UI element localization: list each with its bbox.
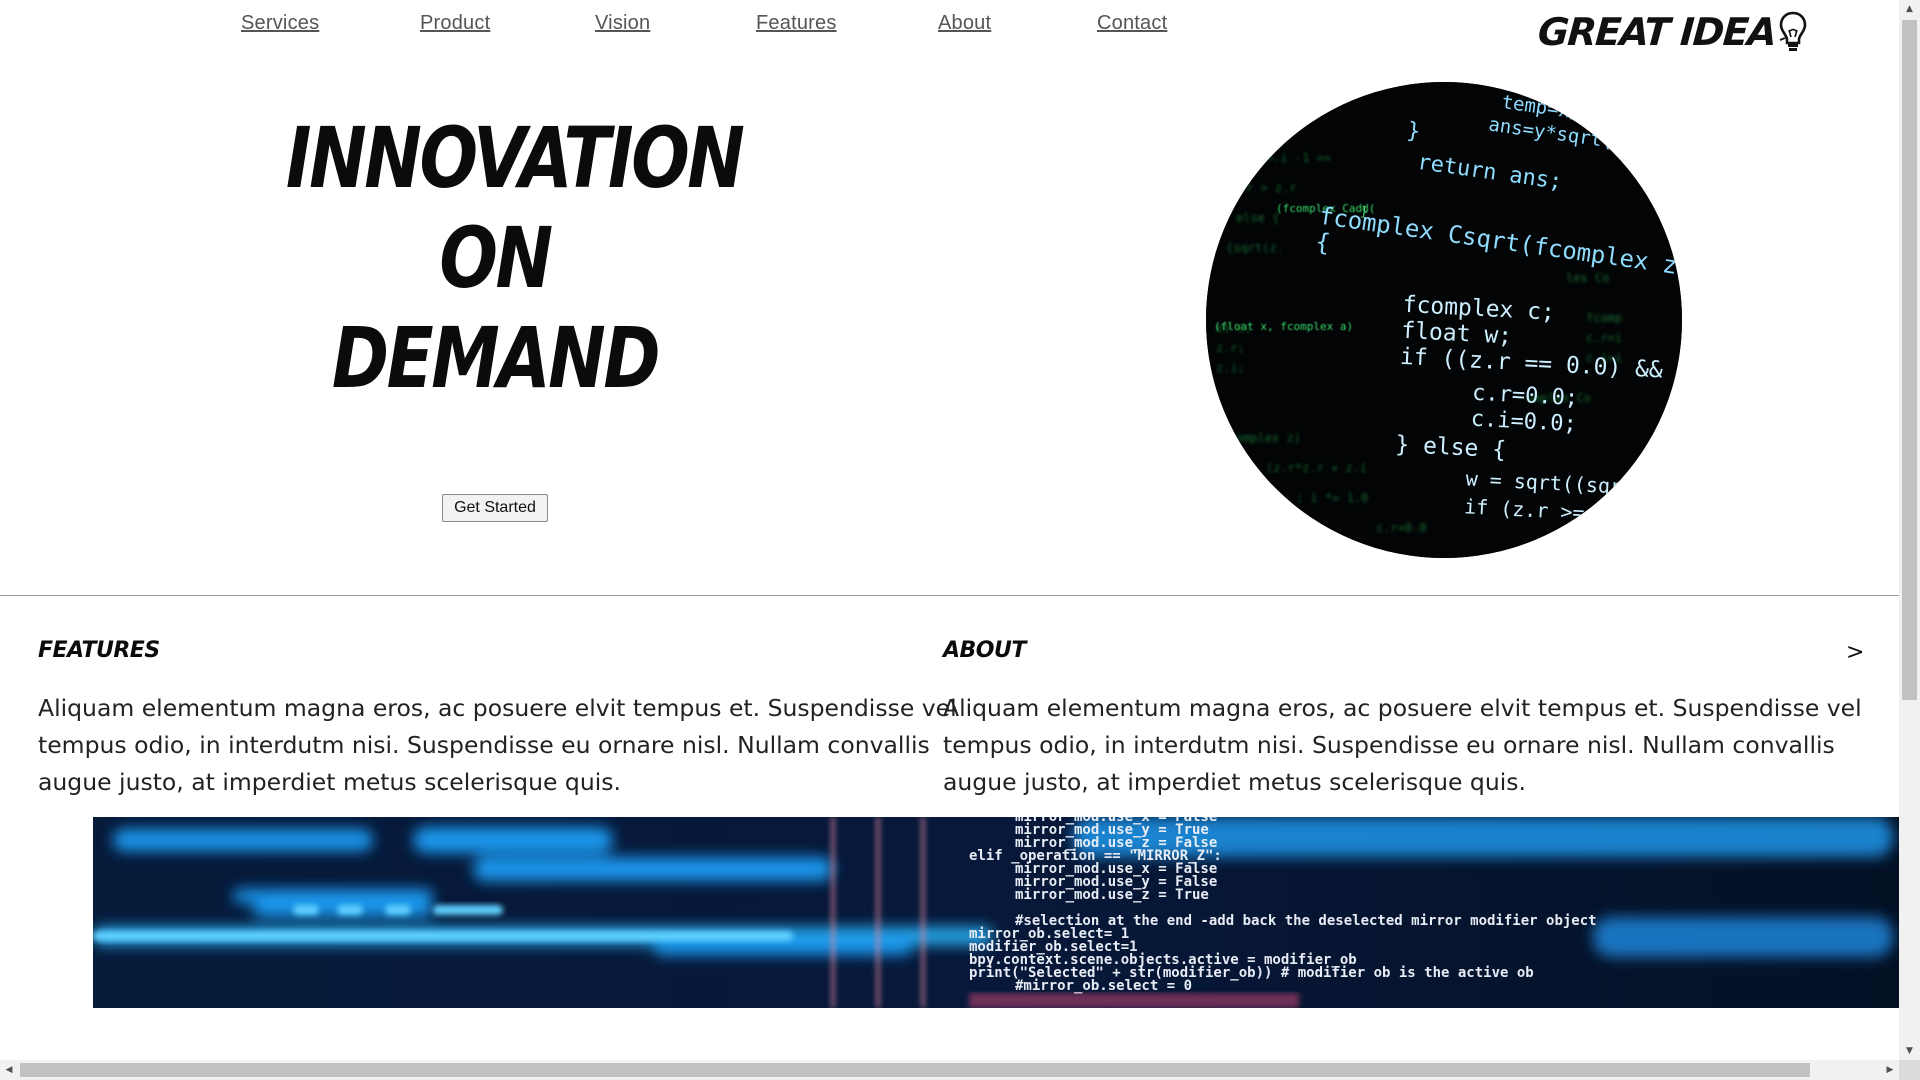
svg-text:lex Co: lex Co — [1566, 271, 1609, 285]
scrollbar-corner — [1899, 1060, 1920, 1080]
brand-logo-text: GREAT IDEA — [1536, 10, 1777, 54]
svg-text:c.r=i: c.r=i — [1586, 331, 1622, 345]
hero-title: INNOVATION ON DEMAND — [285, 108, 745, 408]
svg-text:z.r;: z.r; — [1216, 341, 1245, 355]
hero-code-image: >.i -1 == r > z.r else { {sqrt(z. ex c; … — [1206, 82, 1682, 558]
banner-code-line: mirror_ob.select= 1 — [969, 926, 1129, 942]
code-line: float w; — [1401, 318, 1513, 350]
svg-text:ex c;: ex c; — [1216, 321, 1252, 335]
code-line: } — [1405, 118, 1422, 145]
vertical-scrollbar[interactable]: ▲ ▼ — [1899, 0, 1920, 1060]
banner-code-line: elif _operation == "MIRROR_Z": — [969, 848, 1222, 864]
nav-link-about[interactable]: About — [938, 12, 992, 34]
code-image-art: >.i -1 == r > z.r else { {sqrt(z. ex c; … — [1206, 82, 1682, 558]
scroll-left-icon[interactable]: ◀ — [5, 1065, 13, 1075]
banner-code-line: modifier_ob.select=1 — [969, 939, 1138, 955]
brand-logo[interactable]: GREAT IDEA — [1536, 10, 1809, 54]
horizontal-scrollbar-thumb[interactable] — [20, 1063, 1810, 1077]
hero-title-line: INNOVATION — [285, 109, 745, 207]
nav-link-contact[interactable]: Contact — [1097, 12, 1168, 34]
vertical-scrollbar-thumb[interactable] — [1902, 20, 1917, 700]
banner-code-line: #selection at the end -add back the dese… — [1015, 913, 1597, 929]
svg-text:r > z.r: r > z.r — [1246, 181, 1297, 195]
lightbulb-icon — [1780, 11, 1807, 51]
scroll-down-icon[interactable]: ▼ — [1906, 1046, 1913, 1056]
banner-code-line: mirror_mod.use_x = False — [1015, 817, 1217, 825]
code-line: } else { — [1395, 432, 1507, 464]
nav-link-features[interactable]: Features — [756, 12, 837, 34]
code-line: c.i=0.0; — [1470, 407, 1577, 438]
svg-text:c.r=0.0: c.r=0.0 — [1376, 521, 1427, 535]
svg-text:(z.r*z.r + z.i: (z.r*z.r + z.i — [1266, 461, 1367, 475]
features-text: Aliquam elementum magna eros, ac posuere… — [38, 694, 957, 796]
scroll-up-icon[interactable]: ▲ — [1906, 4, 1913, 14]
svg-text:>.i -1 ==: >.i -1 == — [1266, 151, 1331, 165]
banner-code-line: mirror_mod.use_x = False — [1015, 861, 1217, 877]
svg-text:z.i;: z.i; — [1216, 361, 1245, 375]
banner-code-line: mirror_mod.use_y = False — [1015, 874, 1217, 890]
svg-text:{sqrt(z.: {sqrt(z. — [1226, 241, 1284, 255]
features-heading: FEATURES — [38, 638, 160, 663]
svg-text:fcomp: fcomp — [1586, 311, 1622, 325]
horizontal-scrollbar[interactable]: ◀ ▶ — [0, 1060, 1899, 1080]
banner-code-line: bpy.context.scene.objects.active = modif… — [969, 952, 1357, 968]
about-heading: ABOUT — [943, 638, 1026, 663]
svg-text:else {: else { — [1236, 211, 1279, 225]
svg-text:omplex z): omplex z) — [1236, 431, 1301, 445]
svg-text:(fcomplex Cadd(: (fcomplex Cadd( — [1276, 202, 1375, 215]
code-line: } — [1359, 204, 1369, 220]
banner-code-line: print("Selected" + str(modifier_ob)) # m… — [969, 965, 1534, 981]
banner-art: mirror_mod.use_x = False mirror_mod.use_… — [93, 817, 1899, 1008]
page-viewport: Services Product Vision Features About C… — [0, 8, 1899, 1008]
nav-link-product[interactable]: Product — [420, 12, 491, 34]
code-banner-image: mirror_mod.use_x = False mirror_mod.use_… — [93, 817, 1899, 1008]
hero-title-line: ON — [439, 209, 553, 307]
next-arrow-button[interactable]: > — [1846, 640, 1865, 665]
svg-text:; i *= 1.0: ; i *= 1.0 — [1296, 491, 1368, 505]
section-divider — [0, 595, 1899, 596]
hero-title-line: DEMAND — [331, 309, 661, 407]
about-text: Aliquam elementum magna eros, ac posuere… — [943, 694, 1862, 796]
svg-text:c.i=i: c.i=i — [1586, 351, 1622, 365]
nav-link-services[interactable]: Services — [241, 12, 320, 34]
banner-code-line: mirror_mod.use_y = True — [1015, 822, 1209, 838]
svg-text:omplex Co: omplex Co — [1526, 391, 1591, 405]
svg-text:(float x, fcomplex a): (float x, fcomplex a) — [1214, 320, 1353, 333]
scroll-right-icon[interactable]: ▶ — [1886, 1065, 1894, 1075]
banner-code-line: #mirror_ob.select = 0 — [1015, 978, 1192, 994]
get-started-button[interactable]: Get Started — [442, 494, 548, 522]
code-line: { — [1314, 228, 1332, 258]
banner-code-line: mirror_mod.use_z = True — [1015, 887, 1209, 903]
top-nav: Services Product Vision Features About C… — [0, 8, 1899, 54]
nav-link-vision[interactable]: Vision — [595, 12, 651, 34]
banner-code-line: mirror_mod.use_z = False — [1015, 835, 1217, 851]
code-line: c.r=0.0; — [1472, 381, 1579, 412]
